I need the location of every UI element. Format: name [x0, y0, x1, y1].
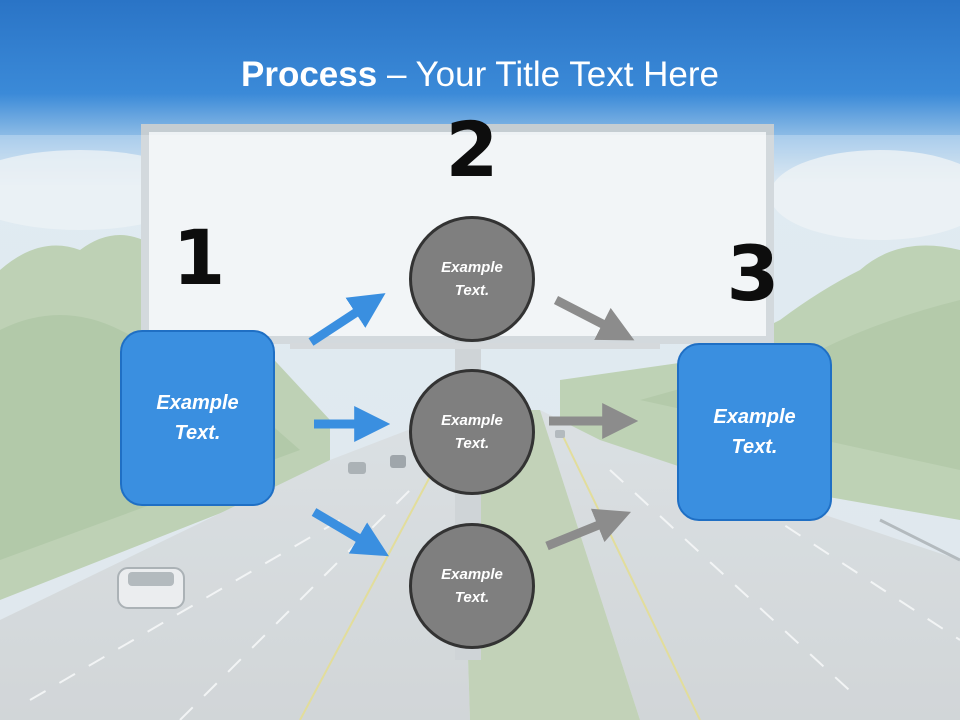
- step-1-box: Example Text.: [120, 330, 275, 506]
- step-3-box: Example Text.: [677, 343, 832, 521]
- arrow-gray-down: [553, 296, 635, 341]
- step-1-box-line1: Example: [156, 392, 239, 414]
- step-3-box-line2: Text.: [731, 436, 778, 458]
- circle-top-line2: Text.: [454, 282, 490, 299]
- circle-bottom-line2: Text.: [454, 589, 490, 606]
- slide-title: Process – Your Title Text Here: [0, 52, 960, 98]
- circle-middle-line1: Example: [441, 412, 503, 429]
- step-2-circle-middle: Example Text.: [409, 369, 535, 495]
- step-number-3: 3: [726, 229, 780, 318]
- arrow-blue-down: [311, 508, 389, 557]
- step-3-box-line1: Example: [713, 406, 796, 428]
- arrow-blue-up: [308, 293, 386, 346]
- step-number-2: 2: [445, 105, 499, 194]
- step-2-circle-bottom: Example Text.: [409, 523, 535, 649]
- step-2-circle-top: Example Text.: [409, 216, 535, 342]
- circle-top-line1: Example: [441, 259, 503, 276]
- arrow-gray-up: [545, 508, 632, 551]
- circle-middle-line2: Text.: [454, 435, 490, 452]
- slide-title-bold: Process: [241, 55, 378, 94]
- step-number-1: 1: [172, 213, 226, 302]
- step-1-box-line2: Text.: [174, 422, 221, 444]
- slide-title-rest: – Your Title Text Here: [377, 55, 719, 94]
- circle-bottom-line1: Example: [441, 566, 503, 583]
